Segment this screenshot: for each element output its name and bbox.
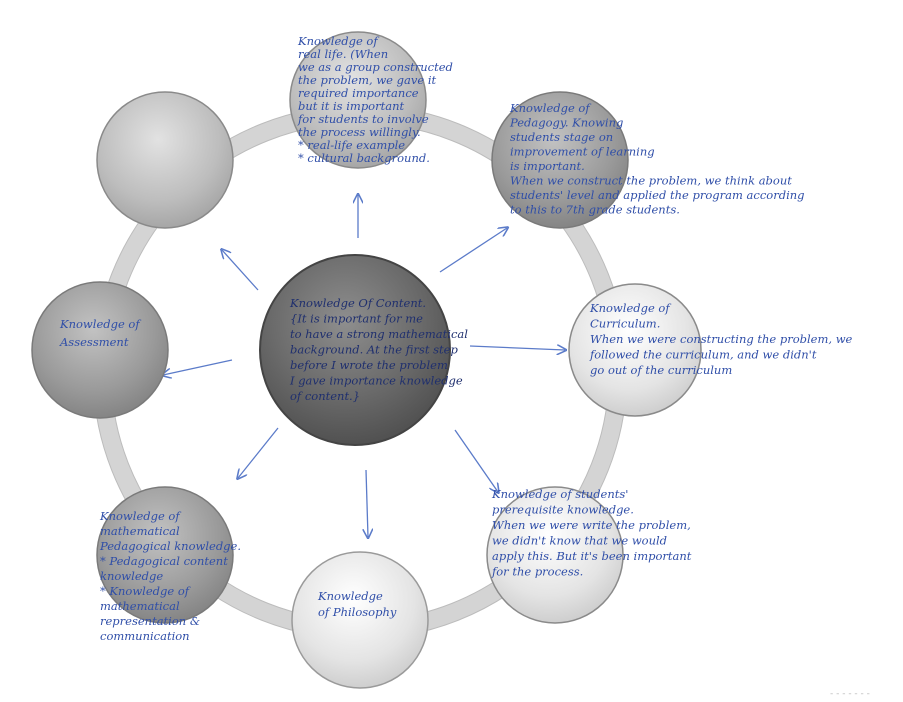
arrow-to-assessment [163, 359, 233, 375]
node-mathematical-pedagogical [96, 486, 234, 624]
text-pedagogy-line: Knowledge of [509, 101, 591, 115]
text-mathematical-pedagogical-line: * Pedagogical content [100, 554, 228, 568]
node-philosophy [291, 551, 429, 689]
text-real-life-line: * cultural background. [298, 151, 430, 165]
text-real-life-line: for students to involve [297, 112, 429, 126]
text-pedagogy-line: students stage on [510, 130, 613, 144]
text-assessment-line: Assessment [59, 335, 129, 349]
node-assessment [31, 281, 169, 419]
text-real-life-line: required importance [298, 86, 419, 100]
text-prerequisite-line: for the process. [491, 565, 583, 579]
arrow-to-pedagogy [439, 228, 507, 273]
text-pedagogy-line: students' level and applied the program … [510, 188, 805, 202]
text-mathematical-pedagogical-line: representation & [100, 614, 200, 628]
text-prerequisite-line: Knowledge of students' [491, 487, 628, 501]
text-center-content-line: background. At the first step [290, 343, 458, 357]
node-curriculum [568, 283, 702, 417]
text-assessment-line: Knowledge of [59, 317, 141, 331]
text-real-life-line: but it is important [298, 99, 404, 113]
arrow-to-mathematical-pedagogical [238, 427, 279, 478]
text-mathematical-pedagogical-line: * Knowledge of [100, 584, 191, 598]
text-real-life-line: we as a group constructed [298, 60, 453, 74]
text-center-content-line: Knowledge Of Content. [289, 296, 426, 310]
text-curriculum-line: Knowledge of [589, 301, 671, 315]
text-prerequisite-line: When we were write the problem, [492, 518, 691, 532]
text-real-life-line: * real-life example [298, 138, 405, 152]
text-prerequisite-line: we didn't know that we would [492, 534, 667, 548]
text-prerequisite-line: apply this. But it's been important [492, 549, 692, 563]
text-real-life-line: Knowledge of [297, 34, 379, 48]
text-mathematical-pedagogical-line: knowledge [100, 569, 163, 583]
text-mathematical-pedagogical-line: Knowledge of [99, 509, 181, 523]
node-prerequisite [486, 486, 624, 624]
text-real-life-line: the problem, we gave it [298, 73, 436, 87]
text-pedagogy-line: When we construct the problem, we think … [510, 174, 792, 188]
text-center-content-line: I gave importance knowledge [289, 374, 463, 388]
text-prerequisite: Knowledge of students' prerequisite knowl… [491, 487, 692, 579]
text-curriculum-line: Curriculum. [590, 317, 660, 331]
text-curriculum-line: followed the curriculum, and we didn't [589, 348, 817, 362]
node-pedagogy [491, 91, 629, 229]
text-curriculum: Knowledge of Curriculum.When we were cons… [589, 301, 853, 377]
arrow-to-curriculum [469, 346, 565, 350]
footer-faint-text: - - - - - - - [830, 689, 870, 699]
arrow-to-philosophy [366, 469, 368, 537]
text-assessment: Knowledge of Assessment [59, 317, 141, 349]
node-center-content [259, 254, 451, 446]
text-pedagogy-line: improvement of learning [510, 145, 655, 159]
node-real-life [289, 31, 427, 169]
node-empty-top-left [96, 91, 234, 229]
text-philosophy: Knowledge of Philosophy [317, 589, 397, 619]
text-center-content-line: of content.} [290, 389, 360, 403]
text-pedagogy-line: Pedagogy. Knowing [509, 116, 623, 130]
text-center-content: Knowledge Of Content. {It is important fo… [289, 296, 468, 403]
text-center-content-line: {It is important for me [290, 312, 423, 326]
text-curriculum-line: When we were constructing the problem, w… [590, 332, 853, 346]
text-philosophy-line: Knowledge [317, 589, 383, 603]
text-mathematical-pedagogical-line: mathematical [100, 524, 180, 538]
text-pedagogy-line: is important. [510, 159, 585, 173]
text-prerequisite-line: prerequisite knowledge. [492, 503, 634, 517]
text-center-content-line: before I wrote the problem [290, 358, 448, 372]
text-real-life-line: real life. (When [298, 47, 388, 61]
text-mathematical-pedagogical-line: Pedagogical knowledge. [99, 539, 241, 553]
text-pedagogy-line: to this to 7th grade students. [510, 203, 680, 217]
arrow-to-prerequisite [454, 429, 498, 492]
text-center-content-line: to have a strong mathematical [290, 327, 468, 341]
text-philosophy-line: of Philosophy [318, 605, 397, 619]
arrows [163, 195, 565, 537]
text-mathematical-pedagogical-line: communication [100, 629, 190, 643]
text-mathematical-pedagogical-line: mathematical [100, 599, 180, 613]
text-curriculum-line: go out of the curriculum [590, 363, 732, 377]
arrow-to-empty [222, 250, 259, 291]
text-real-life-line: the process willingly. [298, 125, 421, 139]
